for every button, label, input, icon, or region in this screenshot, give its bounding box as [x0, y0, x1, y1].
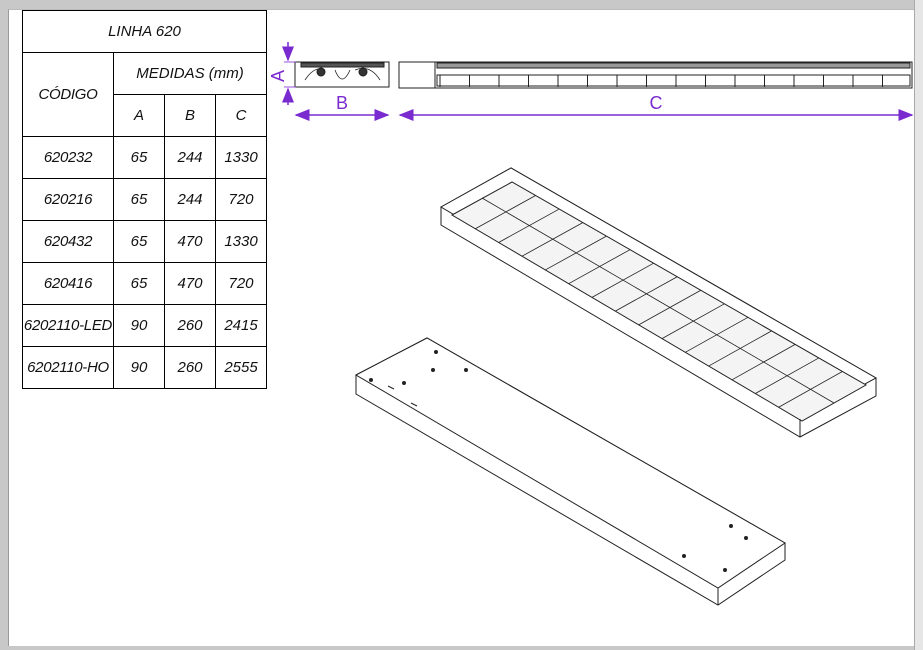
cell-a: 65	[113, 136, 165, 179]
scrollbar[interactable]	[914, 0, 923, 650]
cell-code: 620432	[22, 220, 114, 263]
cell-b: 260	[164, 304, 216, 347]
cell-b: 244	[164, 178, 216, 221]
cell-a: 65	[113, 262, 165, 305]
isometric-fixture-louvered	[439, 167, 878, 438]
cell-c: 2555	[215, 346, 267, 389]
cell-c: 720	[215, 178, 267, 221]
louver-spine	[481, 197, 835, 404]
cell-c: 1330	[215, 136, 267, 179]
cell-a: 90	[113, 304, 165, 347]
cell-a: 90	[113, 346, 165, 389]
measures-header: MEDIDAS (mm)	[113, 52, 267, 95]
cell-a: 65	[113, 178, 165, 221]
side-view	[294, 61, 390, 88]
front-view	[398, 61, 913, 89]
cell-a: 65	[113, 220, 165, 263]
dimensions-table: LINHA 620 CÓDIGO MEDIDAS (mm) A B C 6202…	[22, 10, 267, 389]
cell-c: 2415	[215, 304, 267, 347]
dim-a-label: A	[268, 70, 288, 82]
dimension-a	[282, 42, 296, 105]
cell-b: 244	[164, 136, 216, 179]
cell-c: 720	[215, 262, 267, 305]
cell-b: 470	[164, 220, 216, 263]
isometric-fixture-back	[354, 337, 786, 606]
cell-code: 6202110-HO	[22, 346, 114, 389]
cell-code: 620232	[22, 136, 114, 179]
louver-blade	[475, 195, 536, 230]
dim-b-label: B	[336, 93, 348, 113]
col-b-header: B	[164, 94, 216, 137]
cell-b: 260	[164, 346, 216, 389]
cell-code: 620416	[22, 262, 114, 305]
cell-code: 6202110-LED	[22, 304, 114, 347]
dim-c-label: C	[650, 93, 663, 113]
